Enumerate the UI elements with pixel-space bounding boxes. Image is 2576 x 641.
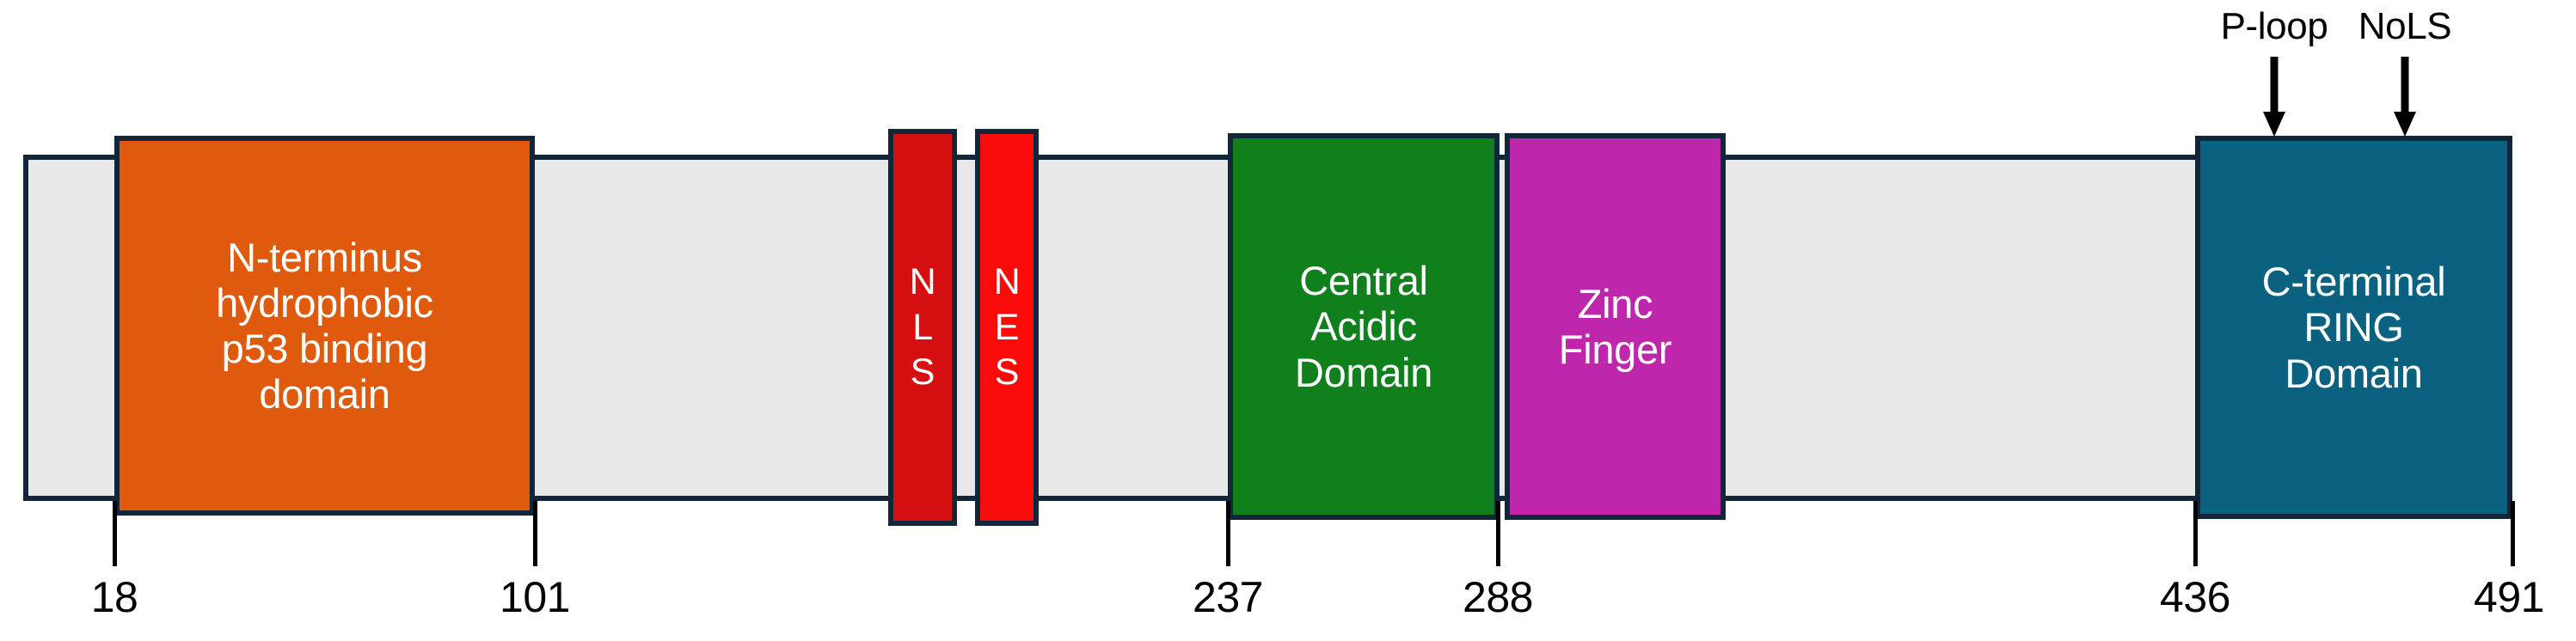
domain-c-terminal-ring[interactable]: C-terminal RING Domain — [2195, 136, 2512, 519]
residue-label-18: 18 — [90, 573, 138, 621]
domain-zinc-finger[interactable]: Zinc Finger — [1505, 133, 1726, 520]
domain-zinc-finger-label: Zinc Finger — [1558, 280, 1672, 372]
feature-label-p-loop: P-loop — [2220, 5, 2328, 47]
residue-tick-237 — [1226, 501, 1230, 566]
domain-nes-letter-3: S — [994, 351, 1020, 394]
feature-label-nols: NoLS — [2358, 5, 2452, 47]
residue-tick-18 — [113, 501, 117, 566]
residue-label-491: 491 — [2474, 573, 2544, 621]
domain-n-terminus-label: N-terminus hydrophobic p53 binding domai… — [216, 234, 433, 418]
domain-nes[interactable]: N E S — [975, 129, 1039, 526]
domain-nls-letter-2: L — [912, 306, 933, 348]
residue-label-237: 237 — [1193, 573, 1263, 621]
domain-nes-letter-1: N — [993, 261, 1021, 303]
domain-n-terminus[interactable]: N-terminus hydrophobic p53 binding domai… — [114, 136, 535, 516]
residue-label-436: 436 — [2160, 573, 2230, 621]
residue-tick-288 — [1496, 501, 1500, 566]
residue-tick-101 — [533, 501, 537, 566]
domain-nes-letter-2: E — [994, 306, 1020, 348]
residue-label-101: 101 — [500, 573, 570, 621]
domain-central-acidic[interactable]: Central Acidic Domain — [1228, 133, 1500, 520]
residue-tick-436 — [2193, 501, 2198, 566]
residue-tick-491 — [2511, 501, 2515, 566]
domain-nls-letter-3: S — [910, 351, 935, 394]
domain-c-terminal-ring-label: C-terminal RING Domain — [2261, 259, 2446, 396]
domain-nls-letter-1: N — [909, 261, 936, 303]
down-arrow-icon-nols — [2393, 55, 2417, 137]
residue-label-288: 288 — [1463, 573, 1533, 621]
down-arrow-icon-p-loop — [2262, 55, 2286, 137]
domain-central-acidic-label: Central Acidic Domain — [1294, 258, 1433, 395]
domain-nls[interactable]: N L S — [888, 129, 957, 526]
